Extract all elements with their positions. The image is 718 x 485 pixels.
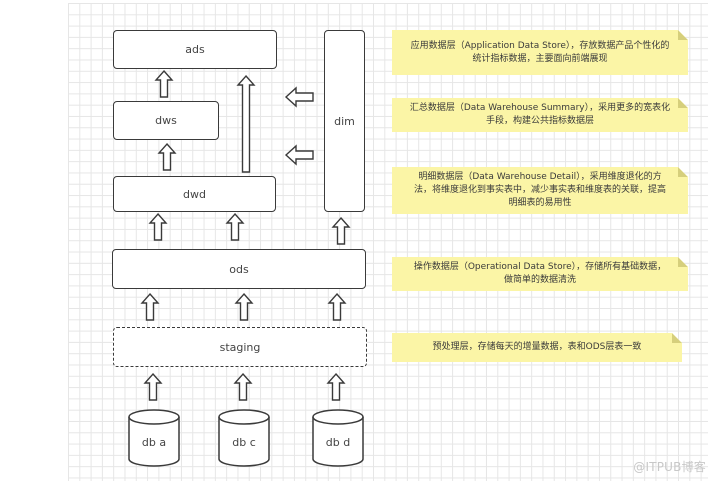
note-fold-icon	[678, 98, 688, 108]
note-fold-icon	[678, 257, 688, 267]
note-ods-line-2: 做简单的数据清洗	[503, 275, 576, 285]
arrow-dim-to-ads	[285, 87, 314, 107]
arrow-dbd-to-staging	[327, 373, 345, 401]
layer-staging[interactable]: staging	[113, 327, 367, 367]
note-dws: 汇总数据层（Data Warehouse Summary），采用更多的宽表化 手…	[392, 98, 688, 132]
database-db-a-label: db a	[142, 436, 166, 449]
arrow-dwd-to-dws	[158, 143, 176, 171]
note-fold-icon	[678, 167, 688, 177]
layer-ads-label: ads	[185, 43, 205, 56]
database-db-c-label: db c	[232, 436, 256, 449]
layer-ods-label: ods	[229, 262, 249, 276]
layer-dws[interactable]: dws	[113, 101, 219, 140]
layer-dwd-label: dwd	[183, 187, 206, 201]
database-db-d-label: db d	[326, 436, 350, 449]
arrow-ods-to-dwd-left	[149, 213, 167, 241]
arrow-dwd-to-ads	[236, 74, 256, 173]
note-dws-line-1: 汇总数据层（Data Warehouse Summary），采用更多的宽表化	[409, 103, 671, 113]
note-dwd-line-3: 明细表的易用性	[508, 198, 572, 208]
note-ads-line-1: 应用数据层（Application Data Store），存放数据产品个性化的	[410, 40, 670, 51]
note-fold-icon	[672, 333, 682, 343]
database-db-d[interactable]	[312, 409, 364, 467]
note-dwd-line-1: 明细数据层（Data Warehouse Detail），采用维度退化的方	[418, 172, 662, 182]
layer-ads[interactable]: ads	[113, 30, 277, 69]
note-ods: 操作数据层（Operational Data Store），存储所有基础数据， …	[392, 257, 688, 291]
arrow-staging-to-ods-3	[328, 293, 346, 321]
arrow-dbc-to-staging	[234, 373, 252, 401]
note-staging-line-1: 预处理层，存储每天的增量数据，表和ODS层表一致	[432, 342, 642, 352]
arrow-staging-to-ods-2	[235, 293, 253, 321]
layer-dwd[interactable]: dwd	[113, 176, 276, 212]
watermark: @ITPUB博客	[633, 460, 706, 474]
layer-ods[interactable]: ods	[112, 249, 366, 289]
arrow-ods-to-dim	[332, 217, 350, 245]
note-fold-icon	[678, 30, 688, 40]
note-ads-line-2: 统计指标数据，主要面向前端展现	[472, 53, 608, 64]
arrow-dim-to-dwd	[285, 145, 314, 165]
layer-dim-label: dim	[334, 114, 355, 128]
arrow-ods-to-dwd-right	[226, 213, 244, 241]
arrow-dws-to-ads	[155, 70, 173, 98]
note-dwd: 明细数据层（Data Warehouse Detail），采用维度退化的方 法，…	[392, 167, 688, 214]
database-db-a[interactable]	[128, 409, 180, 467]
arrow-dba-to-staging	[144, 373, 162, 401]
layer-dws-label: dws	[155, 114, 177, 127]
database-db-c[interactable]	[218, 409, 270, 467]
arrow-staging-to-ods-1	[141, 293, 159, 321]
note-ads: 应用数据层（Application Data Store），存放数据产品个性化的…	[392, 30, 688, 75]
note-ods-line-1: 操作数据层（Operational Data Store），存储所有基础数据，	[413, 262, 667, 272]
layer-dim[interactable]: dim	[324, 30, 365, 212]
layer-staging-label: staging	[219, 340, 261, 354]
grid-background	[68, 3, 708, 481]
note-dwd-line-2: 法，将维度退化到事实表中，减少事实表和维度表的关联，提高	[413, 185, 666, 195]
note-staging: 预处理层，存储每天的增量数据，表和ODS层表一致	[392, 333, 682, 362]
note-dws-line-2: 手段，构建公共指标数据层	[485, 116, 594, 126]
